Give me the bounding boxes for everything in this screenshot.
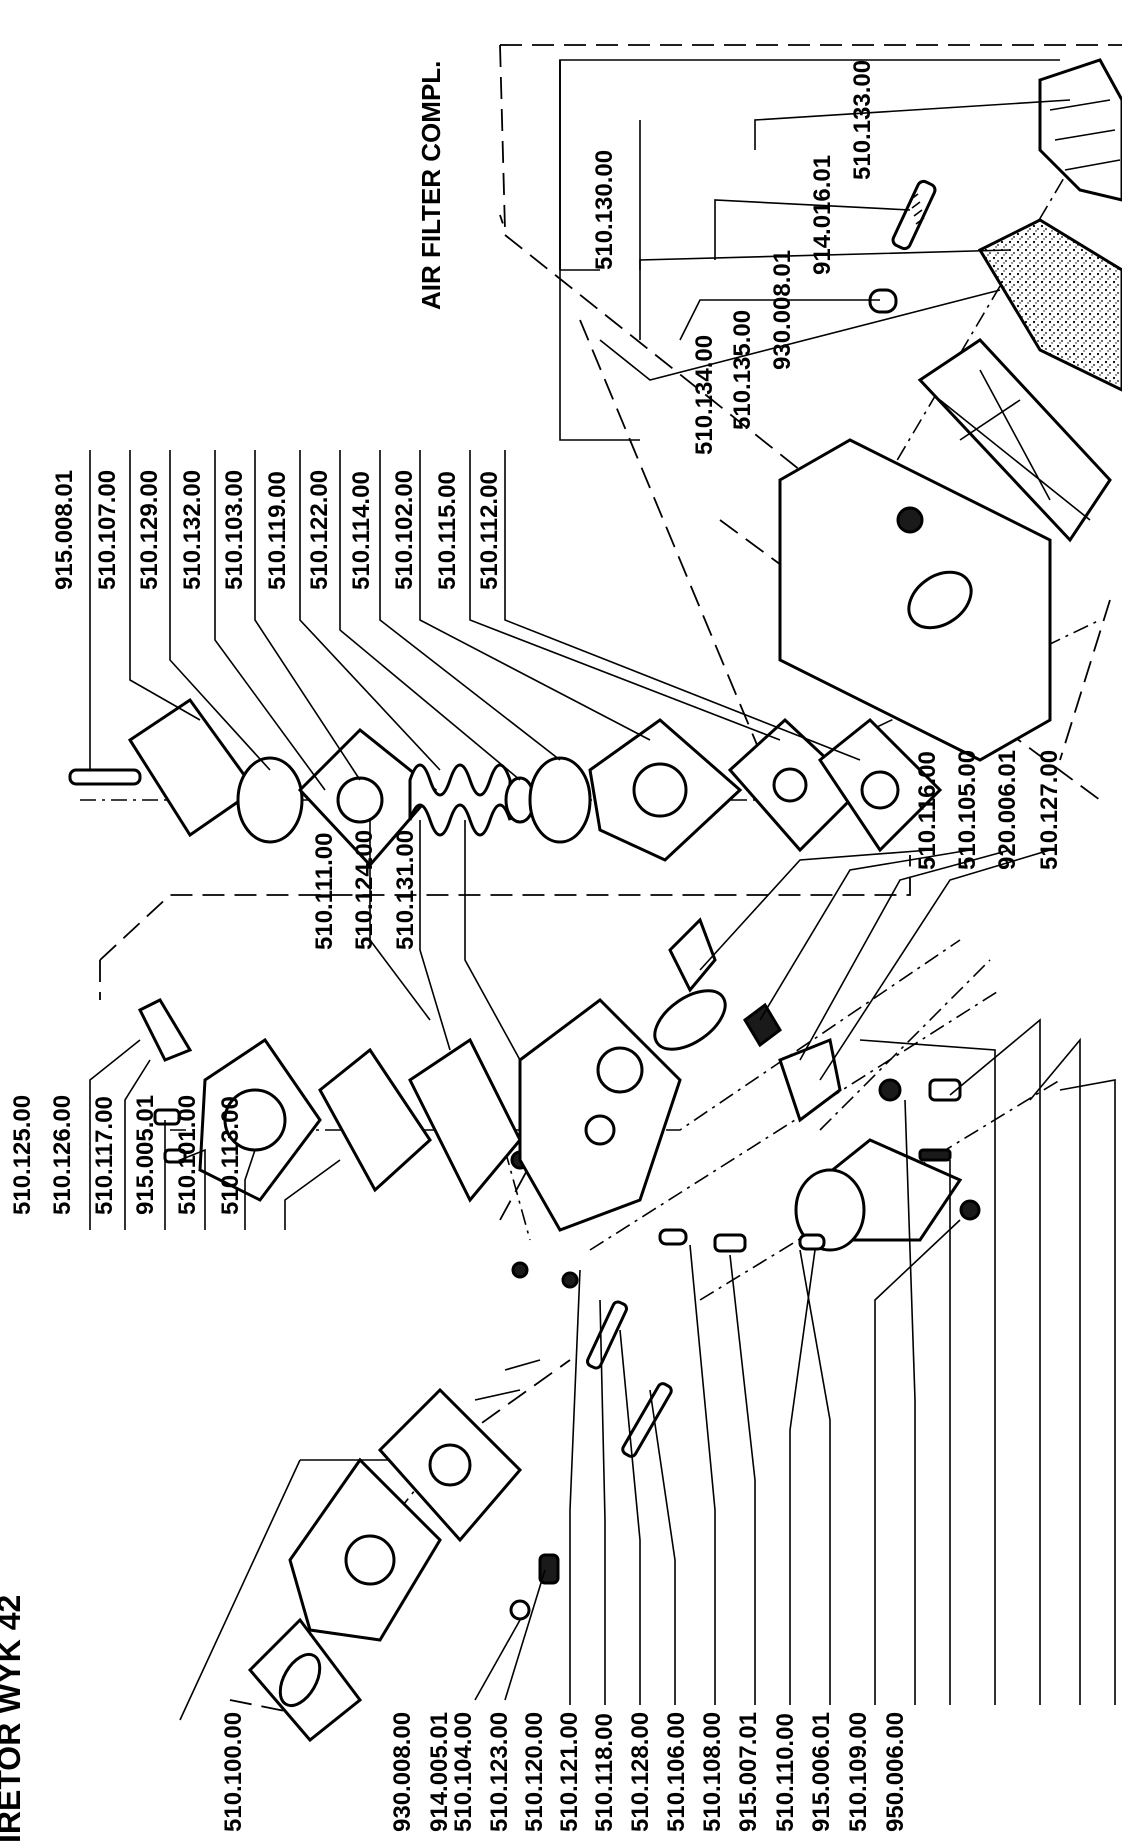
part-label: 915.005.01 <box>132 1095 159 1215</box>
part-label: 950.006.00 <box>882 1712 909 1832</box>
part-label: 510.132.00 <box>179 470 206 590</box>
part-label: 510.120.00 <box>521 1712 548 1832</box>
part-label: 510.121.00 <box>556 1712 583 1832</box>
part-label: 510.105.00 <box>954 750 981 870</box>
part-label: 510.124.00 <box>351 830 378 950</box>
part-label: 510.106.00 <box>663 1712 690 1832</box>
part-label: 510.135.00 <box>729 310 756 430</box>
part-label: 915.006.01 <box>808 1712 835 1832</box>
leader-lines <box>89 59 1116 1705</box>
part-label: 510.102.00 <box>391 470 418 590</box>
part-label: 510.114.00 <box>348 471 375 590</box>
part-label: 920.006.01 <box>994 750 1021 870</box>
part-label: 510.123.00 <box>486 1712 513 1832</box>
part-label: 510.129.00 <box>136 470 163 590</box>
part-label: 510.127.00 <box>1036 750 1063 870</box>
part-label: 510.134.00 <box>691 335 718 455</box>
part-label: 510.126.00 <box>49 1095 76 1215</box>
part-label: 510.133.00 <box>849 60 876 180</box>
part-label: 914.005.01 <box>426 1712 453 1832</box>
part-label: 510.113.00 <box>217 1096 244 1215</box>
part-label: 510.112.00 <box>476 471 503 590</box>
part-label: 510.104.00 <box>450 1712 477 1832</box>
part-label: 510.110.00 <box>772 1713 799 1832</box>
part-label: 510.118.00 <box>591 1713 618 1832</box>
part-label: 510.125.00 <box>9 1095 36 1215</box>
part-labels: 930.008.00 914.005.01 510.100.00 510.104… <box>9 60 1063 1832</box>
carburetor-title: IRETOR WYK 42 <box>0 1595 27 1843</box>
part-label: 915.008.01 <box>51 470 78 590</box>
part-label: 510.100.00 <box>220 1712 247 1832</box>
part-label: 914.016.01 <box>809 155 836 275</box>
part-label: 930.008.01 <box>769 250 796 370</box>
carburetor-parts <box>68 58 1122 1743</box>
part-label: 510.117.00 <box>91 1096 118 1215</box>
part-label: 510.111.00 <box>311 833 338 950</box>
part-label: 510.103.00 <box>221 470 248 590</box>
part-label: 510.109.00 <box>845 1712 872 1832</box>
air-filter-title: AIR FILTER COMPL. <box>416 61 446 310</box>
part-label: 510.128.00 <box>627 1712 654 1832</box>
part-label: 510.119.00 <box>264 471 291 590</box>
part-label: 510.107.00 <box>94 470 121 590</box>
part-label: 510.130.00 <box>591 150 618 270</box>
part-label: 510.115.00 <box>434 471 461 590</box>
part-label: 930.008.00 <box>389 1712 416 1832</box>
part-label: 510.108.00 <box>699 1712 726 1832</box>
part-label: 510.101.00 <box>174 1095 201 1215</box>
part-label: 510.116.00 <box>914 751 941 870</box>
group-boundaries <box>99 44 1122 1721</box>
part-label: 510.131.00 <box>392 830 419 950</box>
part-label: 510.122.00 <box>306 470 333 590</box>
part-label: 915.007.01 <box>735 1712 762 1832</box>
